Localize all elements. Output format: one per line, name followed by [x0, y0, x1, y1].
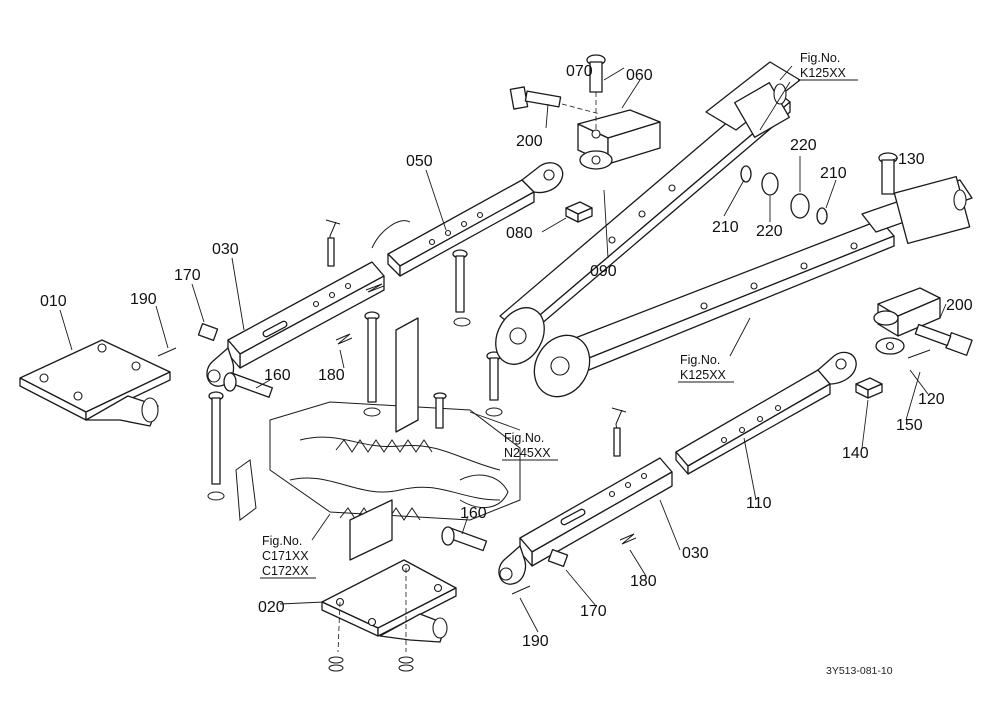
turnbuckle-body-030-lower — [498, 407, 673, 585]
svg-text:Fig.No.: Fig.No. — [262, 534, 302, 548]
clips-180-190-150 — [157, 283, 931, 595]
fig-ref-n245: Fig.No. N245XX — [502, 431, 558, 461]
label-110: 110 — [746, 495, 772, 512]
svg-text:C172XX: C172XX — [262, 564, 309, 578]
mounting-plate-020 — [321, 559, 457, 672]
bolt-200-lower — [914, 323, 973, 356]
bracket-120 — [873, 287, 941, 355]
svg-text:K125XX: K125XX — [800, 66, 847, 80]
turnbuckle-tube-110 — [675, 351, 857, 475]
svg-text:K125XX: K125XX — [680, 368, 727, 382]
drawing-code: 3Y513-081-10 — [826, 665, 893, 677]
figure-references: Fig.No. K125XX Fig.No. K125XX Fig.No. N2… — [260, 51, 858, 579]
fig-ref-k125-top: Fig.No. K125XX — [798, 51, 858, 81]
square-nut-140 — [855, 377, 883, 399]
label-030-upper: 030 — [212, 241, 239, 258]
label-180-upper: 180 — [318, 367, 345, 384]
label-170-lower: 170 — [580, 603, 607, 620]
mounting-plate-010 — [19, 339, 171, 427]
label-210-left: 210 — [712, 219, 739, 236]
label-200-upper: 200 — [516, 133, 543, 150]
label-190-lower: 190 — [522, 633, 549, 650]
label-160-upper: 160 — [264, 367, 291, 384]
fig-ref-k125-mid: Fig.No. K125XX — [678, 353, 734, 383]
label-150: 150 — [896, 417, 923, 434]
label-210-right: 210 — [820, 165, 847, 182]
part-labels: 010 020 030 030 050 060 070 080 090 110 … — [40, 63, 973, 650]
svg-text:Fig.No.: Fig.No. — [504, 431, 544, 445]
label-170-upper: 170 — [174, 267, 201, 284]
frame-assembly-ghost — [235, 317, 521, 561]
lower-link-arm — [533, 175, 973, 398]
svg-text:N245XX: N245XX — [504, 446, 551, 460]
label-020: 020 — [258, 599, 285, 616]
square-nut-080 — [565, 201, 593, 223]
bolt-200-upper — [509, 86, 601, 115]
label-090: 090 — [590, 263, 617, 280]
label-080: 080 — [506, 225, 533, 242]
turnbuckle-tube-050 — [371, 162, 564, 277]
label-030-lower: 030 — [682, 545, 709, 562]
label-050: 050 — [406, 153, 433, 170]
fig-ref-c171: Fig.No. C171XX C172XX — [260, 534, 316, 579]
pin-070 — [586, 54, 606, 130]
upper-link-arm — [495, 61, 801, 365]
label-130: 130 — [898, 151, 925, 168]
turnbuckle-body-030-upper — [206, 219, 385, 387]
label-200-lower: 200 — [946, 297, 973, 314]
label-180-lower: 180 — [630, 573, 657, 590]
bolts-170 — [197, 322, 569, 568]
label-190-upper: 190 — [130, 291, 157, 308]
svg-text:C171XX: C171XX — [262, 549, 309, 563]
label-070: 070 — [566, 63, 593, 80]
label-120: 120 — [918, 391, 945, 408]
svg-text:Fig.No.: Fig.No. — [800, 51, 840, 65]
label-010: 010 — [40, 293, 67, 310]
label-140: 140 — [842, 445, 869, 462]
spacers-210-220 — [740, 165, 828, 225]
label-160-lower: 160 — [460, 505, 487, 522]
label-220-lower: 220 — [756, 223, 783, 240]
bracket-060 — [577, 109, 661, 170]
svg-text:Fig.No.: Fig.No. — [680, 353, 720, 367]
pins-160 — [223, 372, 488, 552]
vertical-bolts — [207, 249, 503, 501]
label-060: 060 — [626, 67, 653, 84]
label-220-upper: 220 — [790, 137, 817, 154]
leader-lines — [59, 65, 947, 633]
